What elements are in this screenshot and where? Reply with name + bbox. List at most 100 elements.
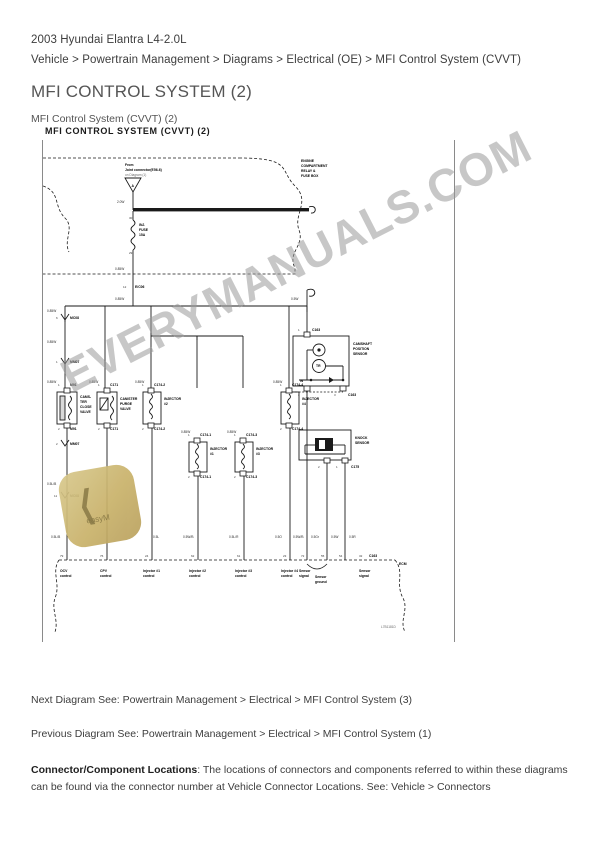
ground-ref-pin: 12 [123,285,127,289]
inj3-conn-top: C174-3 [246,433,257,437]
svg-text:INJECTOR: INJECTOR [210,447,228,451]
ecm-pin-55: 55 [321,554,325,558]
svg-text:TER: TER [80,400,87,404]
svg-text:SENSOR: SENSOR [353,352,368,356]
figure-id: L7B1181D [381,625,397,629]
inj3-pin-top: 1 [234,433,236,437]
inj4-pin-top: 1 [280,383,282,387]
svg-text:#4: #4 [302,402,306,406]
knock-conn: C175 [351,465,359,469]
lw-5: 0.5W/B [293,535,303,539]
inj1-conn-top: C174-1 [200,433,211,437]
wire-label-col4: 0.85W [181,430,190,434]
fusebox-label-1: ENGINE [301,159,315,163]
fusebox-label-2: COMPARTMENT [301,164,328,168]
ecm-pin-54: 54 [339,554,343,558]
svg-text:#1: #1 [210,452,214,456]
cpv-conn-top: C171 [110,383,118,387]
svg-text:VALVE: VALVE [80,410,92,414]
svg-text:control: control [60,574,72,578]
ecm-connector: C163 [369,554,377,558]
fuse-rating: 15A [139,233,146,237]
cmp-pin-br: 3 [334,393,336,397]
wiring-diagram: From Joint connector(E56-6) on Diagram (… [42,140,455,642]
mm07-pin: 1 [56,360,58,364]
wire-label-05w: 0.5W [291,297,298,301]
page-header: 2003 Hyundai Elantra L4-2.0L Vehicle > P… [31,33,581,102]
wire-label-085w-e: 0.85W [47,380,56,384]
connector-locations-note: Connector/Component Locations: The locat… [31,762,583,796]
wire-label-05lb: 0.5L/B [47,482,56,486]
svg-text:SENSOR: SENSOR [355,441,370,445]
svg-text:OCV: OCV [60,569,68,573]
fuse-pin-bottom: 29 [129,251,133,255]
fuse-name-2: FUSE [139,228,149,232]
diagram-caption: MFI Control System (CVVT) (2) [31,113,178,125]
next-diagram-link[interactable]: Next Diagram See: Powertrain Management … [31,694,413,706]
svg-text:KNOCK: KNOCK [355,436,368,440]
source-line1: From [125,163,133,167]
wire-label-col5: 0.85W [227,430,236,434]
svg-text:signal: signal [359,574,369,578]
ecm-pin-24: 24 [145,554,149,558]
svg-text:INJECTOR: INJECTOR [302,397,320,401]
svg-text:INJECTOR: INJECTOR [164,397,182,401]
svg-text:CANISTER: CANISTER [120,397,138,401]
svg-text:Sensor: Sensor [299,569,311,573]
svg-text:control: control [235,574,247,578]
wire-label-col3: 0.85W [135,380,144,384]
ocv-pin-bottom: 2 [58,427,60,431]
cmp-conn-bottom: C163 [348,393,356,397]
cmp-pin-bl: 2 [298,393,300,397]
lw-2: 0.5W/B [183,535,193,539]
wire-label-col6: 0.85W [273,380,282,384]
inj4-pin-bottom: 2 [280,427,282,431]
fusebox-label-3: RELAY & [301,169,316,173]
svg-text:Injector #4: Injector #4 [281,569,298,573]
breadcrumb: Vehicle > Powertrain Management > Diagra… [31,54,522,66]
vehicle-title: 2003 Hyundai Elantra L4-2.0L [31,34,187,46]
svg-text:INJECTOR: INJECTOR [256,447,274,451]
page-title: MFI CONTROL SYSTEM (2) [31,82,253,101]
svg-text:signal: signal [299,574,309,578]
lw-6: 0.5Gr [311,535,320,539]
svg-text:#2: #2 [164,402,168,406]
svg-text:Injector #1: Injector #1 [143,569,160,573]
cpv-pin-top: 1 [98,383,100,387]
fuse-name-1: INJ. [139,223,145,227]
connector-mc08-top: MC08 [70,316,79,320]
wire-label-085w-c: 0.85W [47,309,56,313]
svg-text:control: control [143,574,155,578]
ecm-pin-79: 79 [60,554,64,558]
lw-4: 0.5O [275,535,282,539]
svg-text:CAMSHAFT: CAMSHAFT [353,342,373,346]
connector-mm07-bottom: MM07 [70,442,80,446]
cmp-pin-top: 1 [298,328,300,332]
connector-mm07-top: MM07 [70,360,80,364]
lw-0: 0.5L/B [51,535,60,539]
svg-text:CAMS-: CAMS- [80,395,91,399]
inj4-conn-top: C174-4 [292,383,303,387]
inj3-conn-bottom: C174-3 [246,475,257,479]
lw-3: 0.5L/R [229,535,239,539]
fuse-pin-top: 30 [129,216,133,220]
note-bold-label: Connector/Component Locations [31,764,198,776]
cmp-conn-top: C163 [312,328,320,332]
svg-text:#3: #3 [256,452,260,456]
ecm-pin-23: 23 [283,554,287,558]
ground-ref-label: E/C06 [135,285,145,289]
cmp-mark-tr: TR [316,364,321,368]
svg-text:control: control [281,574,293,578]
knock-pin-left: 2 [318,465,320,469]
svg-text:Injector #3: Injector #3 [235,569,252,573]
brand-logo: ⟨ easyM [55,461,145,551]
inj4-conn-bottom: C174-4 [292,427,303,431]
inj2-conn-bottom: C174-2 [154,427,165,431]
previous-diagram-link[interactable]: Previous Diagram See: Powertrain Managem… [31,728,432,740]
svg-text:CLOSE: CLOSE [80,405,92,409]
cmp-mark-w: W [300,379,304,383]
triangle-label: A [132,184,135,188]
lw-8: 0.5R [349,535,356,539]
mc08-pin-2: 11 [54,494,57,498]
